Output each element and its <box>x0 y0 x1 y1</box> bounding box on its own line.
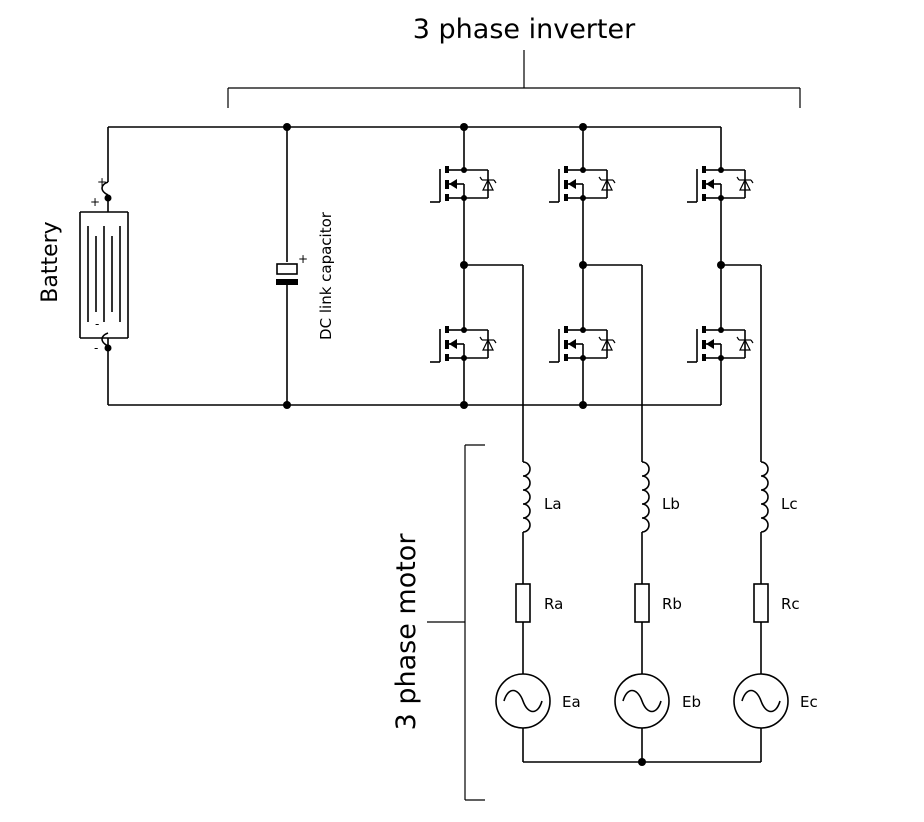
inverter-leg-a <box>429 127 524 462</box>
emf-c-label: Ec <box>800 693 818 711</box>
resistor-b-label: Rb <box>662 595 682 613</box>
battery-symbol <box>79 181 129 352</box>
battery-plus-sign: + <box>97 175 107 189</box>
inverter-leg-b <box>548 127 643 462</box>
battery-plus-sign-2: + <box>90 195 100 209</box>
inductor-b-label: Lb <box>662 495 680 513</box>
motor-bracket <box>427 444 485 801</box>
battery-minus-sign: - <box>95 317 99 331</box>
motor-phase-c <box>733 461 789 762</box>
battery-minus-sign-2: - <box>94 341 98 355</box>
capacitor-plus-sign: + <box>298 252 308 266</box>
inverter-label: 3 phase inverter <box>413 14 636 45</box>
resistor-c-label: Rc <box>781 595 800 613</box>
inverter-bracket <box>227 50 801 108</box>
dc-rails <box>107 123 721 409</box>
emf-a-label: Ea <box>562 693 581 711</box>
inductor-a-label: La <box>544 495 562 513</box>
dc-link-capacitor-symbol <box>276 127 298 405</box>
capacitor-label: DC link capacitor <box>317 211 335 340</box>
inductor-c-label: Lc <box>781 495 798 513</box>
star-point <box>523 758 761 766</box>
inverter-leg-c <box>686 127 762 462</box>
motor-phase-a <box>495 461 551 762</box>
motor-label: 3 phase motor <box>391 533 422 731</box>
battery-label: Battery <box>38 221 63 302</box>
emf-b-label: Eb <box>682 693 701 711</box>
motor-phase-b <box>614 461 670 762</box>
resistor-a-label: Ra <box>544 595 563 613</box>
